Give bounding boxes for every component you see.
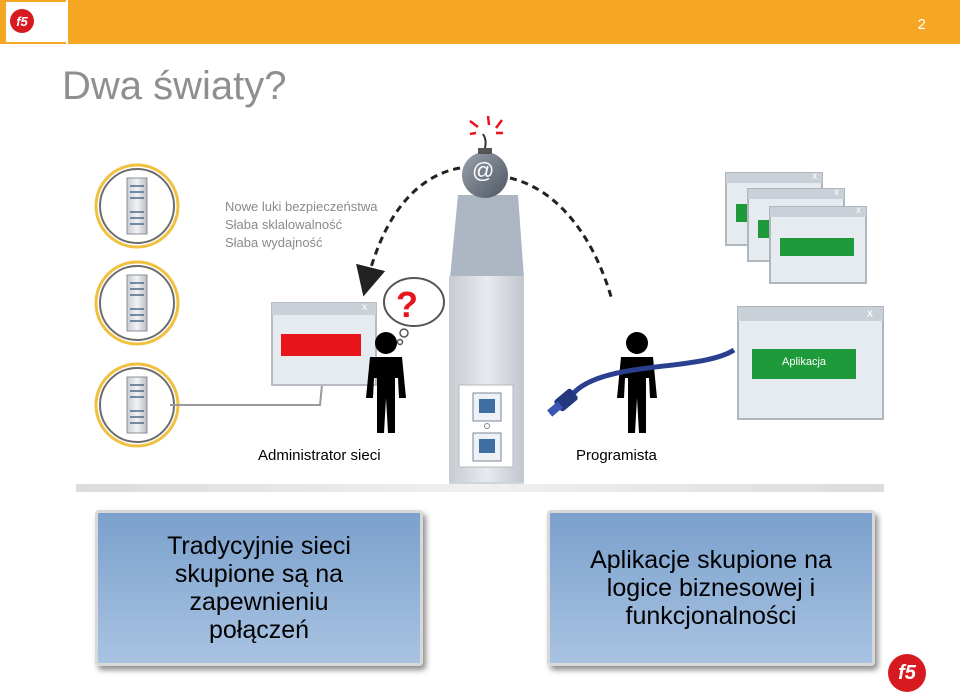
admin-error-window	[271, 302, 377, 386]
header-divider	[66, 0, 68, 44]
header-bar	[0, 0, 960, 44]
close-icon: x	[812, 171, 817, 182]
issue-item: Nowe luki bezpieczeństwa	[225, 199, 378, 214]
issues-list: Nowe luki bezpieczeństwa Słaba sklalowal…	[225, 198, 377, 252]
box-line: Aplikacje skupione na	[590, 546, 832, 574]
developer-label: Programista	[576, 447, 657, 464]
network-cable	[170, 384, 323, 406]
network-tower	[449, 195, 524, 484]
developer-person-icon	[617, 332, 657, 433]
administrator-person-icon	[366, 332, 406, 433]
threat-arrow	[356, 166, 461, 297]
admin-label: Administrator sieci	[258, 447, 381, 464]
close-icon: x	[834, 187, 839, 198]
close-icon: x	[362, 302, 367, 313]
server-circle-2	[94, 260, 180, 346]
at-symbol: @	[472, 158, 495, 183]
box-line: Tradycyjnie sieci	[167, 532, 351, 560]
server-circle-3	[94, 362, 180, 448]
box-line: funkcjonalności	[625, 602, 797, 630]
thought-bubble	[383, 277, 445, 346]
box-line: logice biznesowej i	[606, 574, 816, 602]
logo-area: f5	[6, 2, 66, 42]
box-line: skupione są na	[174, 560, 344, 588]
issue-item: Słaba wydajność	[225, 235, 323, 250]
close-icon: x	[856, 205, 861, 216]
network-focus-box: Tradycyjnie sieci skupione są na zapewni…	[95, 510, 423, 666]
application-focus-box: Aplikacje skupione na logice biznesowej …	[547, 510, 875, 666]
application-windows-stack	[725, 172, 867, 284]
question-mark: ?	[396, 284, 418, 325]
close-icon: x	[867, 306, 873, 320]
issue-item: Słaba sklalowalność	[225, 217, 343, 232]
server-circle-1	[94, 163, 180, 249]
f5-logo-icon: f5	[10, 9, 34, 33]
divider-line	[76, 484, 884, 492]
box-line: zapewnieniu	[189, 588, 329, 616]
page-number: 2	[917, 16, 926, 33]
bomb-icon	[462, 115, 508, 198]
threat-arc	[509, 176, 614, 301]
network-plug-icon	[547, 347, 736, 417]
app-window-label: Aplikacja	[781, 356, 827, 368]
page-title: Dwa światy?	[62, 64, 287, 108]
f5-logo-icon: f5	[888, 654, 926, 692]
application-window	[737, 306, 884, 420]
box-line: połączeń	[208, 616, 310, 644]
